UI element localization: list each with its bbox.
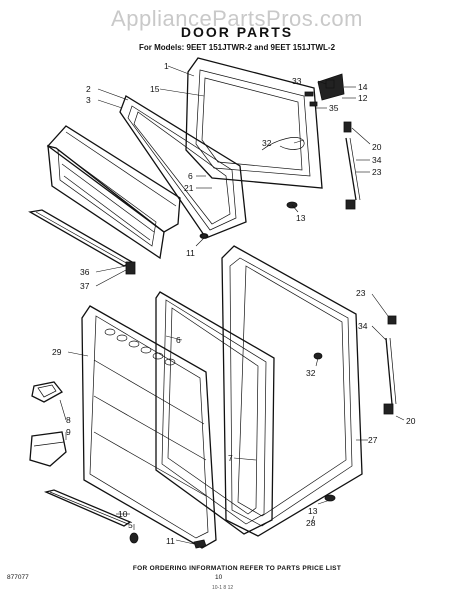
diagram-title: DOOR PARTS bbox=[180, 24, 294, 40]
callout-7: 7 bbox=[228, 453, 233, 463]
callout-13: 13 bbox=[296, 213, 306, 223]
callout-34: 34 bbox=[372, 155, 382, 165]
fresh-food-liner-frame bbox=[155, 291, 275, 535]
document-number: 877077 bbox=[7, 574, 29, 581]
page-number: 10 bbox=[215, 574, 223, 581]
freezer-door-frame bbox=[185, 57, 361, 210]
callout-11-lower: 11 bbox=[166, 536, 175, 546]
part-11-clip bbox=[193, 539, 207, 549]
callout-12: 12 bbox=[358, 93, 368, 103]
callout-10: 10 bbox=[118, 509, 128, 519]
callout-37: 37 bbox=[80, 281, 90, 291]
fresh-food-hinge-parts bbox=[313, 315, 397, 502]
butter-bin bbox=[31, 381, 63, 403]
part-5-screw bbox=[129, 532, 139, 544]
fresh-food-door-liner bbox=[81, 305, 217, 549]
door-shelf-bin bbox=[29, 431, 67, 467]
callout-labels: 1 15 33 14 12 35 32 20 34 23 13 2 3 6 21… bbox=[52, 61, 416, 546]
callout-2: 2 bbox=[86, 84, 91, 94]
callout-23-lower: 23 bbox=[356, 288, 366, 298]
callout-5: 5 bbox=[128, 520, 133, 530]
callout-32: 32 bbox=[262, 138, 272, 148]
diagram-subtitle: For Models: 9EET 151JTWR-2 and 9EET 151J… bbox=[138, 43, 336, 52]
callout-15: 15 bbox=[150, 84, 160, 94]
callout-14: 14 bbox=[358, 82, 368, 92]
callout-8: 8 bbox=[66, 415, 71, 425]
ordering-footnote: FOR ORDERING INFORMATION REFER TO PARTS … bbox=[132, 565, 342, 572]
freezer-door-liner bbox=[46, 125, 181, 260]
part-11-screw-upper bbox=[200, 233, 208, 239]
callout-29: 29 bbox=[52, 347, 62, 357]
freezer-liner-frame bbox=[119, 95, 247, 239]
callout-6-lower: 6 bbox=[176, 335, 181, 345]
callout-27: 27 bbox=[368, 435, 378, 445]
callout-9: 9 bbox=[66, 427, 71, 437]
callout-23: 23 bbox=[372, 167, 382, 177]
callout-32-lower: 32 bbox=[306, 368, 316, 378]
watermark: AppliancePartsPros.com bbox=[111, 6, 363, 31]
callout-1: 1 bbox=[164, 61, 169, 71]
callout-36: 36 bbox=[80, 267, 90, 277]
callout-34-lower: 34 bbox=[358, 321, 368, 331]
callout-28: 28 bbox=[306, 518, 316, 528]
fresh-food-door-frame bbox=[221, 245, 363, 537]
freezer-trim-strip bbox=[28, 209, 136, 275]
callout-13-lower: 13 bbox=[308, 506, 318, 516]
callout-33: 33 bbox=[292, 76, 302, 86]
callout-21: 21 bbox=[184, 183, 194, 193]
leader-lines bbox=[59, 65, 405, 545]
callout-35: 35 bbox=[329, 103, 339, 113]
bottom-trim-strip bbox=[43, 489, 132, 527]
callout-3: 3 bbox=[86, 95, 91, 105]
callout-6: 6 bbox=[188, 171, 193, 181]
callout-20: 20 bbox=[372, 142, 382, 152]
callout-20-lower: 20 bbox=[406, 416, 416, 426]
small-code: 10-1 8 12 bbox=[212, 585, 234, 591]
callout-11-upper: 11 bbox=[186, 248, 195, 258]
